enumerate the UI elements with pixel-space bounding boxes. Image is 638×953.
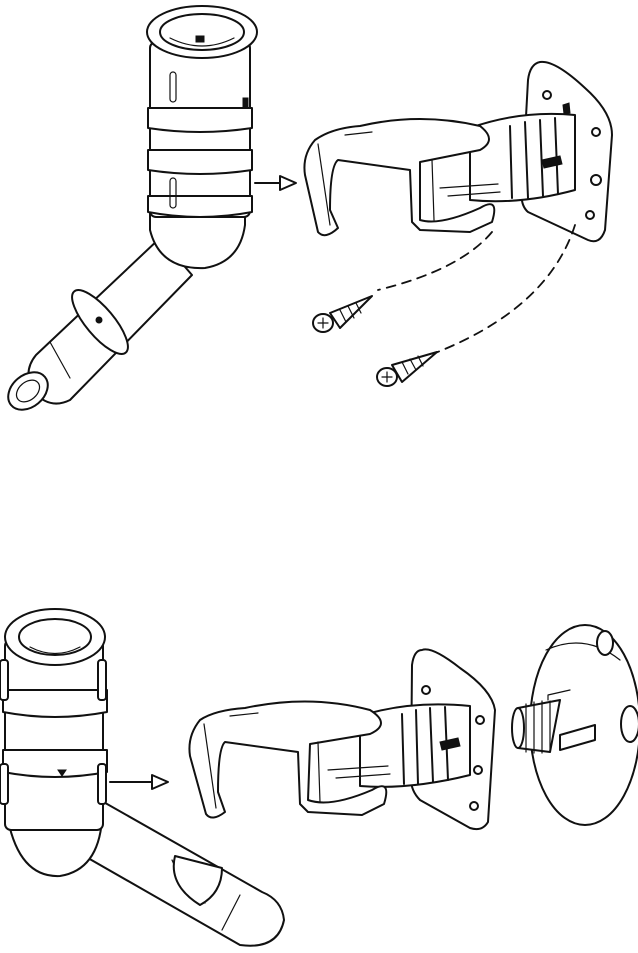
top-mount-bracket — [303, 60, 613, 243]
bottom-elbow-fitting — [0, 608, 285, 947]
top-elbow-fitting — [7, 5, 258, 411]
top-screw-guides — [377, 224, 576, 356]
bottom-mount-bracket — [188, 648, 496, 831]
bottom-arrow — [109, 774, 169, 790]
top-arrow — [254, 175, 297, 191]
top-screw-2 — [376, 351, 438, 387]
bottom-bulkhead-adapter — [511, 624, 638, 826]
bottom-panel — [0, 608, 638, 947]
top-screw-1 — [312, 295, 373, 333]
top-panel — [7, 5, 613, 411]
